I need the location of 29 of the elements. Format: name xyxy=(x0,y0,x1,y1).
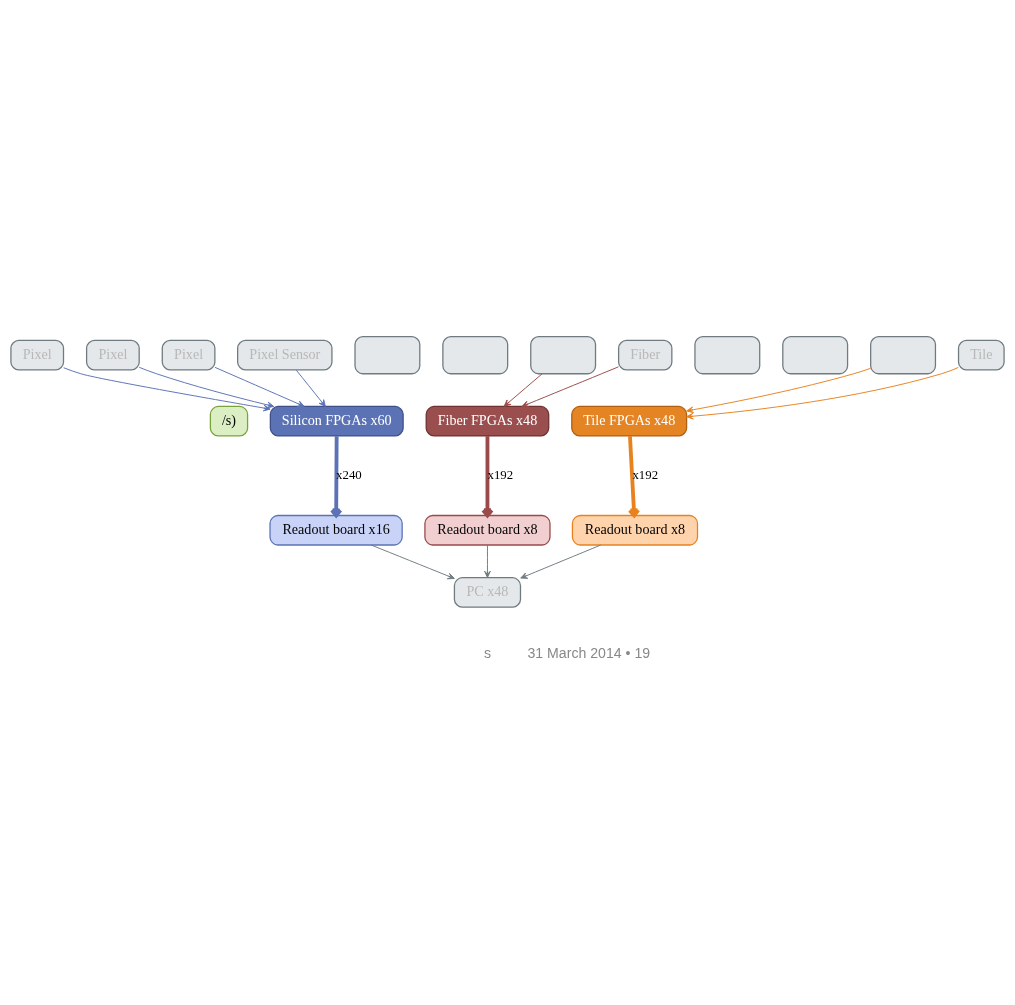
arrow xyxy=(686,366,959,420)
node-box: Readout board x8 xyxy=(571,514,699,546)
node-box xyxy=(782,335,849,374)
node-box xyxy=(530,335,597,374)
node-box: Fiber FPGAs x48 xyxy=(425,405,550,437)
arrow xyxy=(503,372,543,407)
arrow xyxy=(295,369,326,407)
label: 31 March 2014 • 19 xyxy=(527,644,651,661)
arrow xyxy=(370,544,455,579)
arrow xyxy=(521,365,619,407)
node-box: Tile FPGAs x48 xyxy=(571,405,688,437)
arrow xyxy=(686,367,872,413)
arrow xyxy=(481,435,494,517)
node-box: Silicon FPGAs x60 xyxy=(269,405,404,437)
node-box: /s) xyxy=(209,405,249,437)
node-box: Readout board x8 xyxy=(424,514,551,546)
node-box: Readout board x16 xyxy=(269,514,403,546)
node-box xyxy=(694,335,761,374)
arrow xyxy=(329,435,343,517)
arrow xyxy=(520,544,602,579)
node-box xyxy=(870,335,937,374)
arrow xyxy=(63,366,271,411)
arrow xyxy=(138,366,275,408)
arrow xyxy=(214,366,305,407)
node-box xyxy=(442,335,509,374)
node-box xyxy=(354,335,421,374)
label: s xyxy=(483,644,491,661)
arrow xyxy=(627,435,641,517)
arrow xyxy=(484,544,491,578)
